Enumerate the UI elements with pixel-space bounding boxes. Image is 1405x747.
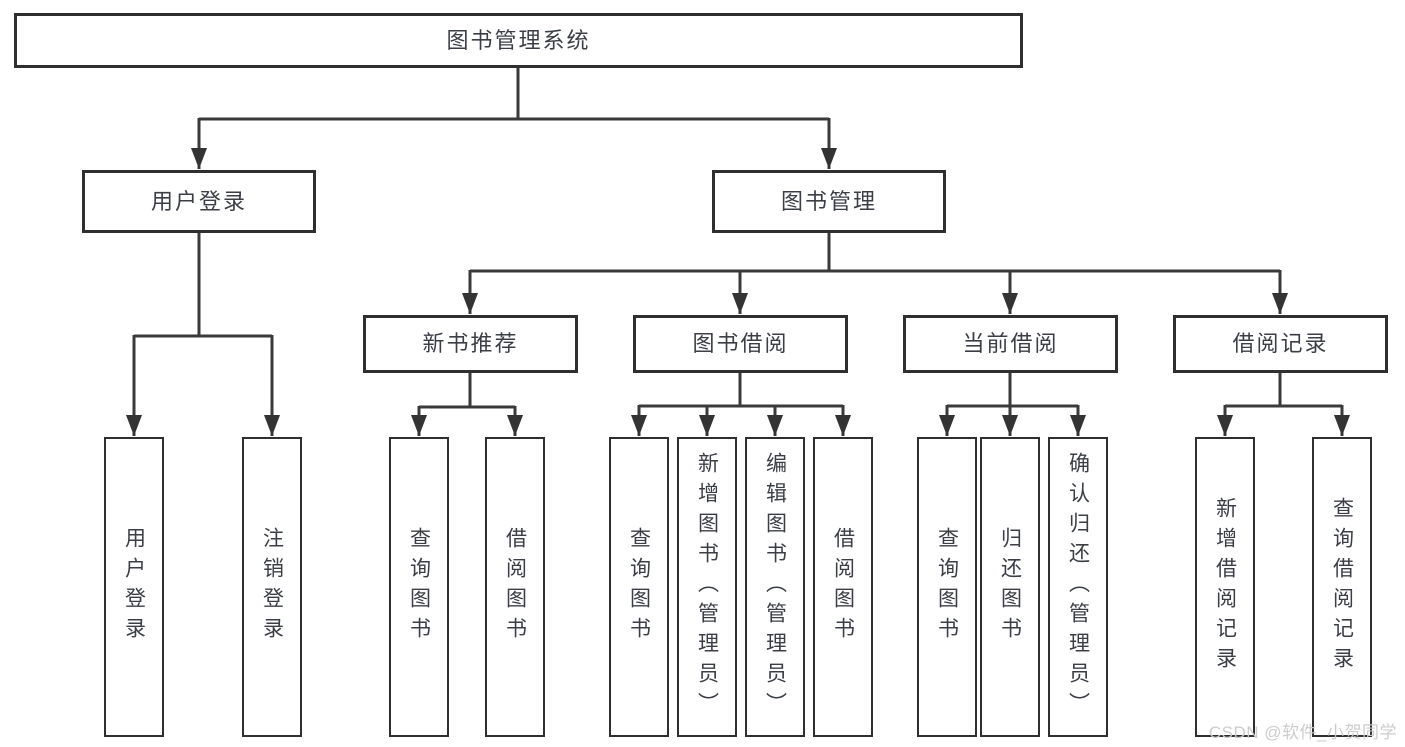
- node-library-system: 图书管理系统: [14, 13, 1023, 68]
- leaf-bb-query-books: 查询图书: [609, 437, 669, 737]
- leaf-cb-return-books-label: 归还图书: [998, 527, 1022, 647]
- connector-book-management-children: [462, 233, 1288, 314]
- leaf-cb-return-books: 归还图书: [980, 437, 1040, 737]
- node-borrow-records-label: 借阅记录: [1232, 331, 1329, 356]
- leaf-bb-add-books-admin-label: 新增图书（管理员）: [695, 452, 719, 722]
- node-new-book-recommend: 新书推荐: [363, 315, 578, 373]
- leaf-nb-query-books: 查询图书: [389, 437, 449, 737]
- leaf-logout: 注销登录: [242, 437, 302, 737]
- connector-current-borrow-children: [939, 373, 1086, 436]
- node-book-borrow-label: 图书借阅: [692, 331, 789, 356]
- leaf-bb-edit-books-admin-label: 编辑图书（管理员）: [763, 452, 787, 722]
- leaf-br-query-record-label: 查询借阅记录: [1330, 497, 1354, 677]
- node-library-system-label: 图书管理系统: [446, 27, 591, 53]
- leaf-bb-add-books-admin: 新增图书（管理员）: [677, 437, 737, 737]
- connector-borrow-records-children: [1217, 373, 1350, 436]
- connector-user-login-children: [126, 233, 280, 436]
- leaf-nb-query-books-label: 查询图书: [407, 527, 431, 647]
- leaf-bb-borrow-books-label: 借阅图书: [831, 527, 855, 647]
- node-borrow-records: 借阅记录: [1173, 315, 1388, 373]
- leaf-logout-label: 注销登录: [260, 527, 284, 647]
- leaf-cb-confirm-return-admin: 确认归还（管理员）: [1048, 437, 1108, 737]
- csdn-watermark: CSDN @软件_小贺同学: [1208, 723, 1397, 742]
- leaf-user-login-label: 用户登录: [122, 527, 146, 647]
- node-user-login-label: 用户登录: [150, 188, 247, 214]
- node-current-borrow-label: 当前借阅: [962, 331, 1059, 356]
- leaf-bb-borrow-books: 借阅图书: [813, 437, 873, 737]
- leaf-cb-query-books-label: 查询图书: [935, 527, 959, 647]
- leaf-bb-query-books-label: 查询图书: [627, 527, 651, 647]
- connector-new-book-children: [411, 373, 523, 436]
- leaf-user-login: 用户登录: [104, 437, 164, 737]
- node-new-book-recommend-label: 新书推荐: [422, 331, 519, 356]
- connector-book-borrow-children: [631, 373, 851, 436]
- connector-root-to-level2: [191, 68, 837, 169]
- leaf-nb-borrow-books: 借阅图书: [485, 437, 545, 737]
- node-book-management: 图书管理: [712, 170, 946, 233]
- leaf-br-query-record: 查询借阅记录: [1312, 437, 1372, 737]
- leaf-cb-query-books: 查询图书: [917, 437, 977, 737]
- leaf-nb-borrow-books-label: 借阅图书: [503, 527, 527, 647]
- node-book-borrow: 图书借阅: [633, 315, 848, 373]
- leaf-cb-confirm-return-admin-label: 确认归还（管理员）: [1066, 452, 1090, 722]
- leaf-br-add-record: 新增借阅记录: [1195, 437, 1255, 737]
- leaf-bb-edit-books-admin: 编辑图书（管理员）: [745, 437, 805, 737]
- node-user-login: 用户登录: [82, 170, 316, 233]
- node-book-management-label: 图书管理: [780, 188, 877, 214]
- node-current-borrow: 当前借阅: [903, 315, 1118, 373]
- leaf-br-add-record-label: 新增借阅记录: [1213, 497, 1237, 677]
